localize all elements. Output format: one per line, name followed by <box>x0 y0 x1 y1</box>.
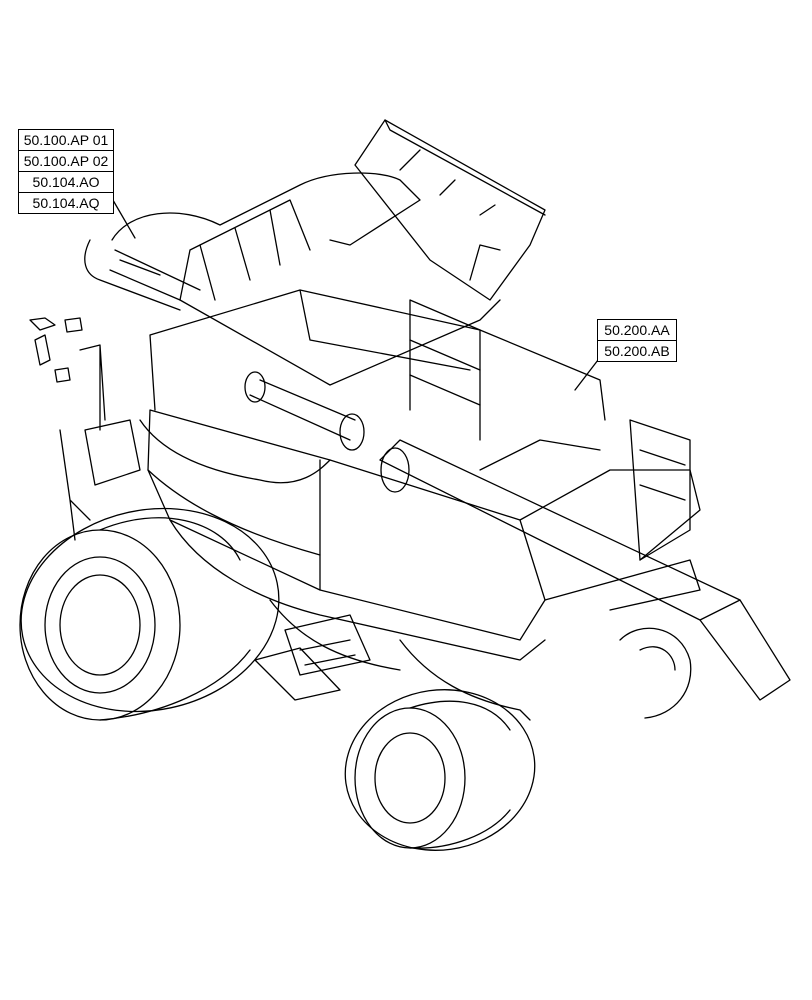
cab-mirrors <box>30 318 82 382</box>
callout-ref-50-200-ab[interactable]: 50.200.AB <box>604 343 670 359</box>
rear-right-wheel <box>335 678 545 863</box>
unloading-auger <box>245 372 790 700</box>
callout-box-left: 50.100.AP 01 50.100.AP 02 50.104.AO 50.1… <box>18 129 114 214</box>
callout-ref-50-100-ap-01[interactable]: 50.100.AP 01 <box>19 130 113 151</box>
front-left-wheel <box>2 485 298 735</box>
tank-cover-panel <box>355 120 545 300</box>
callout-ref-50-104-aq[interactable]: 50.104.AQ <box>32 195 100 211</box>
callout-ref-50-200-aa[interactable]: 50.200.AA <box>598 320 676 341</box>
leader-line-left <box>110 195 135 238</box>
railings <box>60 300 690 560</box>
callout-box-right: 50.200.AA 50.200.AB <box>597 319 677 362</box>
grain-tank <box>85 173 500 385</box>
callout-ref-50-100-ap-02[interactable]: 50.100.AP 02 <box>19 151 113 172</box>
rear-left-wheel <box>620 628 691 718</box>
steps <box>255 615 370 700</box>
callout-ref-50-104-ao[interactable]: 50.104.AO <box>19 172 113 193</box>
body-panels <box>140 290 700 720</box>
